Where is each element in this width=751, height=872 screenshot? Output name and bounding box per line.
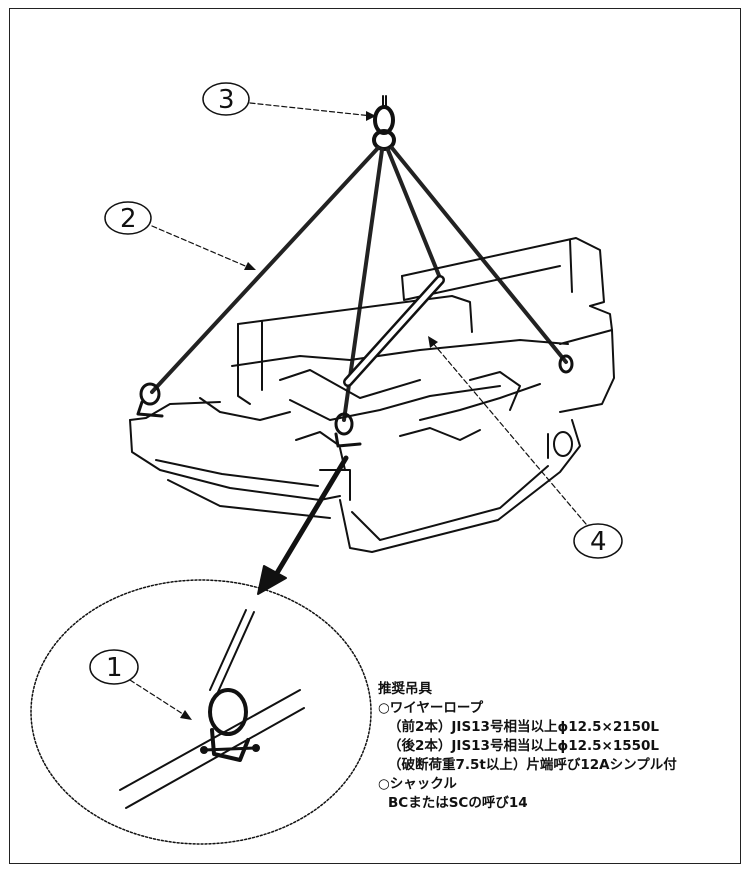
callout-3-label: 3 — [218, 85, 235, 115]
callout-2 — [104, 201, 256, 270]
shackle-spec: BCまたはSCの呼び14 — [388, 795, 528, 811]
callout-1-label: 1 — [106, 653, 123, 683]
wire-ropes — [150, 146, 568, 422]
recommended-rigging-notes: 推奨吊具 ○ワイヤーロープ （前2本）JIS13号相当以上ϕ12.5×2150L… — [378, 680, 738, 813]
callout-2-label: 2 — [120, 204, 137, 234]
detail-view — [30, 579, 372, 845]
notes-heading: 推奨吊具 — [378, 681, 432, 697]
figure-frame — [9, 8, 741, 864]
wire-rope-rear: （後2本）JIS13号相当以上ϕ12.5×1550L — [388, 738, 659, 754]
crane-hook — [372, 95, 396, 151]
callout-4 — [428, 336, 623, 559]
callout-1 — [89, 649, 192, 720]
callout-3 — [202, 82, 376, 121]
machine-body — [129, 237, 615, 553]
detail-arrow — [257, 455, 349, 595]
shackle-title: ○シャックル — [378, 776, 457, 792]
wire-rope-front: （前2本）JIS13号相当以上ϕ12.5×2150L — [388, 719, 659, 735]
wire-rope-load: （破断荷重7.5t以上）片端呼び12Aシンプル付 — [388, 757, 677, 773]
wire-rope-title: ○ワイヤーロープ — [378, 700, 484, 716]
callout-4-label: 4 — [590, 527, 607, 557]
